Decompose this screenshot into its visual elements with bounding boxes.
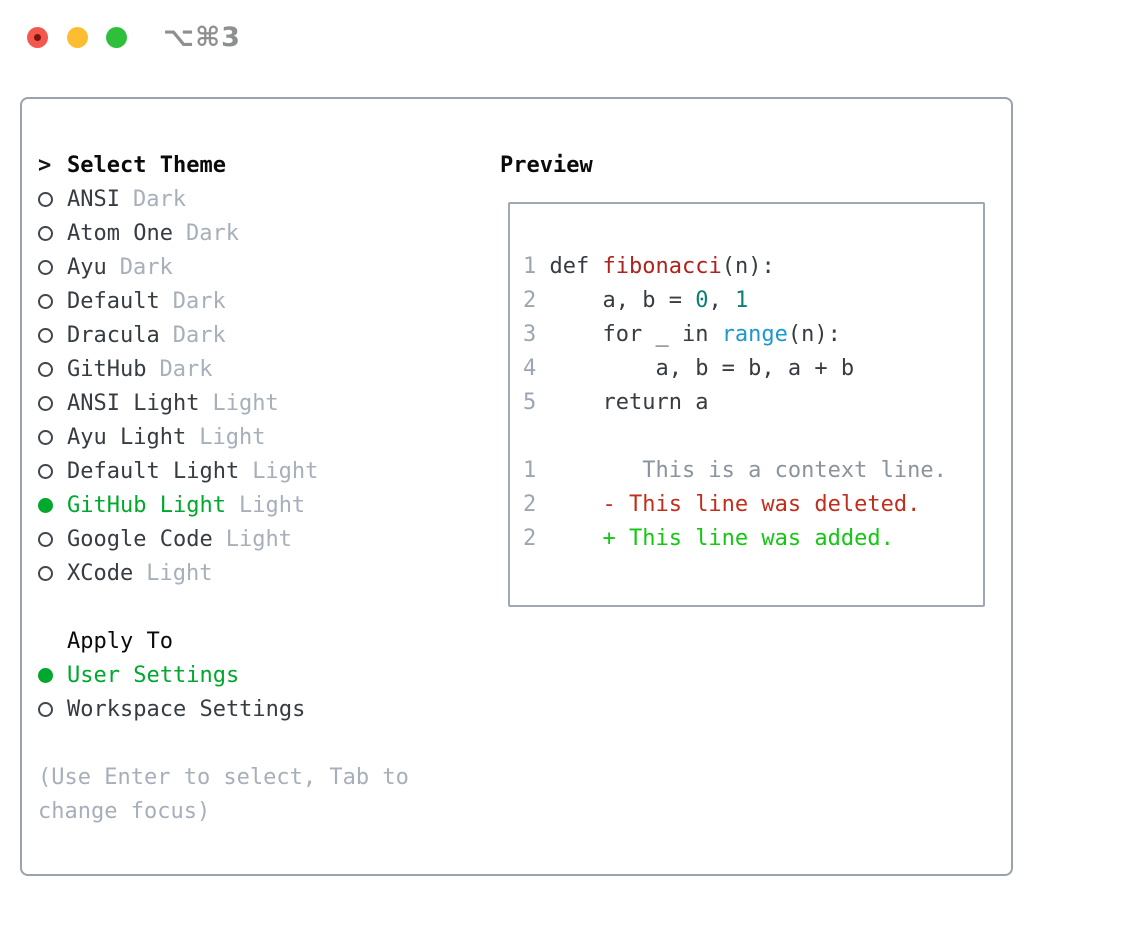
theme-option-default-light[interactable]: Default Light Light — [38, 454, 409, 488]
apply-option-label: User Settings — [67, 662, 240, 688]
radio-icon — [38, 361, 53, 377]
theme-name: Ayu Light — [67, 424, 187, 450]
spacer-row — [38, 726, 409, 760]
theme-name: GitHub — [67, 356, 147, 382]
theme-option-ayu-light[interactable]: Ayu Light Light — [38, 420, 409, 454]
apply-to-header: Apply To — [38, 624, 409, 658]
theme-option-github[interactable]: GitHub Dark — [38, 352, 409, 386]
radio-icon — [38, 395, 53, 411]
theme-option-ansi[interactable]: ANSI Dark — [38, 182, 409, 216]
theme-name: Ayu — [67, 254, 107, 280]
apply-to-title: Apply To — [67, 628, 173, 654]
code-line: 2 + This line was added. — [523, 526, 894, 551]
theme-variant-label: Light — [225, 526, 292, 552]
radio-icon — [38, 327, 53, 343]
theme-list: ANSI Dark Atom One Dark Ayu Dark Default… — [38, 182, 409, 590]
theme-variant-label: Dark — [132, 186, 186, 212]
minimize-button[interactable] — [67, 27, 88, 48]
code-line — [523, 420, 983, 454]
theme-option-github-light[interactable]: GitHub Light Light — [38, 488, 409, 522]
theme-variant-label: Dark — [119, 254, 173, 280]
code-line: 4 a, b = b, a + b — [523, 356, 855, 381]
theme-variant-label: Dark — [172, 322, 226, 348]
hint-line-2: change focus) — [38, 798, 211, 824]
window-shortcut-title: ⌥⌘3 — [163, 22, 241, 53]
code-line: 2 - This line was deleted. — [523, 492, 921, 517]
code-line: 1 This is a context line. — [523, 458, 947, 483]
code-line: 5 return a — [523, 390, 709, 415]
theme-variant-label: Light — [199, 424, 266, 450]
radio-icon — [38, 497, 53, 513]
apply-option-label: Workspace Settings — [67, 696, 306, 722]
theme-name: ANSI — [67, 186, 120, 212]
window-titlebar: ⌥⌘3 — [0, 0, 1140, 76]
close-button[interactable] — [27, 27, 48, 48]
theme-variant-label: Light — [212, 390, 279, 416]
theme-variant-label: Dark — [159, 356, 213, 382]
radio-icon — [38, 531, 53, 547]
theme-name: GitHub Light — [67, 492, 226, 518]
radio-icon — [38, 259, 53, 275]
theme-option-xcode[interactable]: XCode Light — [38, 556, 409, 590]
radio-icon — [38, 667, 53, 683]
hint-line-1: (Use Enter to select, Tab to — [38, 764, 409, 790]
apply-option-user-settings[interactable]: User Settings — [38, 658, 409, 692]
code-line: 2 a, b = 0, 1 — [523, 288, 749, 313]
radio-icon — [38, 429, 53, 445]
theme-variant-label: Light — [252, 458, 319, 484]
code-line: 1 def fibonacci(n): — [523, 254, 775, 279]
theme-option-ayu[interactable]: Ayu Dark — [38, 250, 409, 284]
theme-name: Default — [67, 288, 160, 314]
code-block: 1 def fibonacci(n): 2 a, b = 0, 1 3 for _ … — [510, 204, 983, 556]
radio-icon — [38, 293, 53, 309]
theme-name: XCode — [67, 560, 134, 586]
theme-picker-panel: > Select Theme ANSI Dark Atom One Dark A… — [20, 97, 1013, 876]
theme-name: ANSI Light — [67, 390, 200, 416]
theme-option-atom-one[interactable]: Atom One Dark — [38, 216, 409, 250]
radio-icon — [38, 463, 53, 479]
theme-option-default[interactable]: Default Dark — [38, 284, 409, 318]
theme-variant-label: Light — [146, 560, 213, 586]
theme-option-ansi-light[interactable]: ANSI Light Light — [38, 386, 409, 420]
radio-icon — [38, 701, 53, 717]
select-theme-header: > Select Theme — [38, 148, 409, 182]
radio-icon — [38, 191, 53, 207]
theme-list-column: > Select Theme ANSI Dark Atom One Dark A… — [38, 148, 409, 828]
theme-option-dracula[interactable]: Dracula Dark — [38, 318, 409, 352]
theme-name: Default Light — [67, 458, 240, 484]
apply-option-workspace-settings[interactable]: Workspace Settings — [38, 692, 409, 726]
theme-name: Atom One — [67, 220, 173, 246]
theme-variant-label: Dark — [172, 288, 226, 314]
radio-icon — [38, 565, 53, 581]
zoom-button[interactable] — [106, 27, 127, 48]
preview-code-box: 1 def fibonacci(n): 2 a, b = 0, 1 3 for _ … — [508, 202, 985, 607]
prompt-caret: > — [38, 152, 52, 178]
apply-to-list: User Settings Workspace Settings — [38, 658, 409, 726]
spacer-row — [38, 590, 409, 624]
unsaved-changes-dot — [34, 34, 41, 41]
theme-name: Dracula — [67, 322, 160, 348]
radio-icon — [38, 225, 53, 241]
theme-variant-label: Dark — [185, 220, 239, 246]
select-theme-title: Select Theme — [67, 152, 226, 178]
preview-title: Preview — [500, 152, 593, 178]
code-line: 3 for _ in range(n): — [523, 322, 841, 347]
theme-name: Google Code — [67, 526, 213, 552]
theme-option-google-code[interactable]: Google Code Light — [38, 522, 409, 556]
theme-variant-label: Light — [238, 492, 306, 518]
